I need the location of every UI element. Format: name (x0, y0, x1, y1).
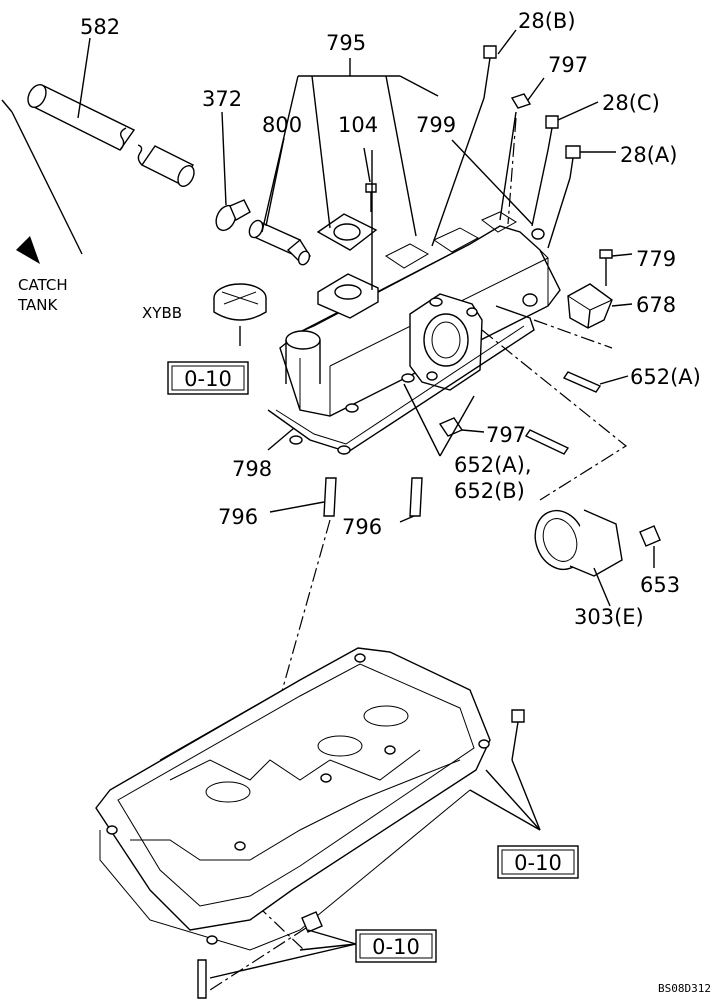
elbow-303e (534, 509, 623, 607)
lower-nut (197, 911, 357, 999)
flange-104 (316, 147, 378, 251)
label-652b: 652(B) (454, 479, 525, 503)
svg-text:0-10: 0-10 (514, 851, 562, 875)
leader-795 (261, 58, 439, 237)
svg-text:0-10: 0-10 (372, 935, 420, 959)
svg-text:0-10: 0-10 (184, 367, 232, 391)
label-372: 372 (202, 87, 242, 111)
label-582: 582 (80, 15, 120, 39)
bolt-28a (565, 145, 616, 179)
leaders-upper (267, 97, 571, 457)
label-678: 678 (636, 293, 676, 317)
label-tank: TANK (17, 296, 58, 314)
label-xybb: XYBB (142, 304, 182, 322)
nut-797-mid (438, 417, 485, 437)
label-798: 798 (232, 457, 272, 481)
label-28b: 28(B) (518, 9, 576, 33)
label-303e: 303(E) (574, 605, 644, 629)
ref-box-right: 0-10 (497, 845, 579, 879)
nut-797-top (510, 77, 545, 109)
gasket-798 (267, 305, 535, 455)
label-653: 653 (640, 573, 680, 597)
label-779: 779 (636, 247, 676, 271)
bolt-28b (483, 29, 517, 99)
label-796-left: 796 (218, 505, 258, 529)
stud-652a-mid (524, 429, 570, 455)
stud-796-mid (399, 477, 423, 523)
hose-582 (27, 37, 195, 188)
ref-box-cap: 0-10 (167, 361, 249, 395)
label-795: 795 (326, 31, 366, 55)
stud-796-left (269, 477, 337, 517)
label-28c: 28(C) (602, 91, 660, 115)
label-28a: 28(A) (620, 143, 677, 167)
screw-779 (599, 249, 633, 286)
label-799: 799 (416, 113, 456, 137)
catch-tank-arrow (1, 99, 83, 264)
label-797-top: 797 (548, 53, 588, 77)
ref-box-bottom: 0-10 (355, 929, 437, 963)
label-800: 800 (262, 113, 302, 137)
lower-bolt (469, 709, 541, 831)
label-652a-comma: 652(A), (454, 453, 532, 477)
label-104: 104 (338, 113, 378, 137)
intake-housing (409, 293, 483, 391)
stud-652a-right (562, 371, 629, 393)
label-catch: CATCH (18, 276, 68, 294)
bolt-28c (545, 101, 599, 151)
nut-653 (639, 525, 661, 568)
clamp-372 (215, 111, 251, 232)
label-652a-right: 652(A) (630, 365, 701, 389)
cylinder-head (95, 647, 491, 951)
drawing-code: BS08D312 (658, 982, 711, 995)
label-797-mid: 797 (486, 423, 526, 447)
sensor-678 (567, 283, 633, 329)
oil-cap (213, 283, 267, 346)
label-796-mid: 796 (342, 515, 382, 539)
